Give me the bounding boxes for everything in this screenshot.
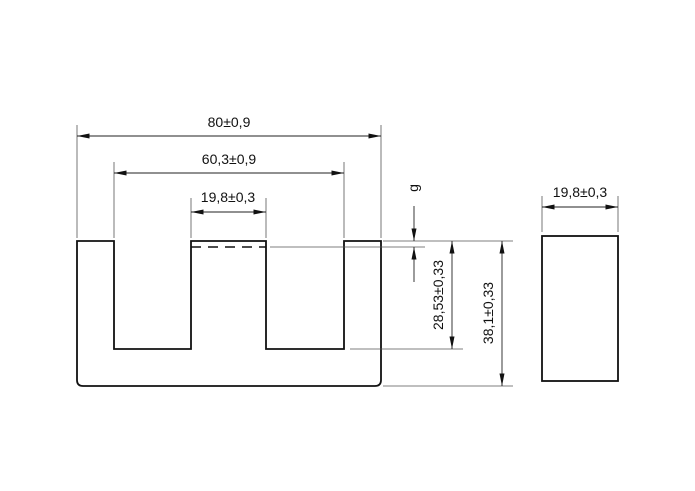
- dimension-inner-width: 60,3±0,9: [114, 151, 344, 176]
- side-view-outline: [541, 235, 619, 382]
- dimension-window-height: 28,53±0,33: [430, 241, 455, 349]
- window-height-label: 28,53±0,33: [430, 260, 446, 330]
- e-core-outline: [76, 240, 382, 387]
- inner-width-label: 60,3±0,9: [202, 151, 257, 167]
- dimension-center-leg-width: 19,8±0,3: [191, 189, 266, 215]
- gap-label: g: [405, 184, 421, 192]
- extension-lines: [76, 125, 513, 387]
- overall-width-label: 80±0,9: [208, 114, 251, 130]
- dimension-gap: g: [405, 184, 421, 282]
- overall-height-label: 38,1±0,33: [480, 282, 496, 344]
- side-depth-label: 19,8±0,3: [553, 184, 608, 200]
- dimension-overall-width: 80±0,9: [77, 114, 381, 139]
- dimension-overall-height: 38,1±0,33: [480, 241, 505, 386]
- center-leg-width-label: 19,8±0,3: [201, 189, 256, 205]
- side-view: 19,8±0,3: [541, 184, 619, 382]
